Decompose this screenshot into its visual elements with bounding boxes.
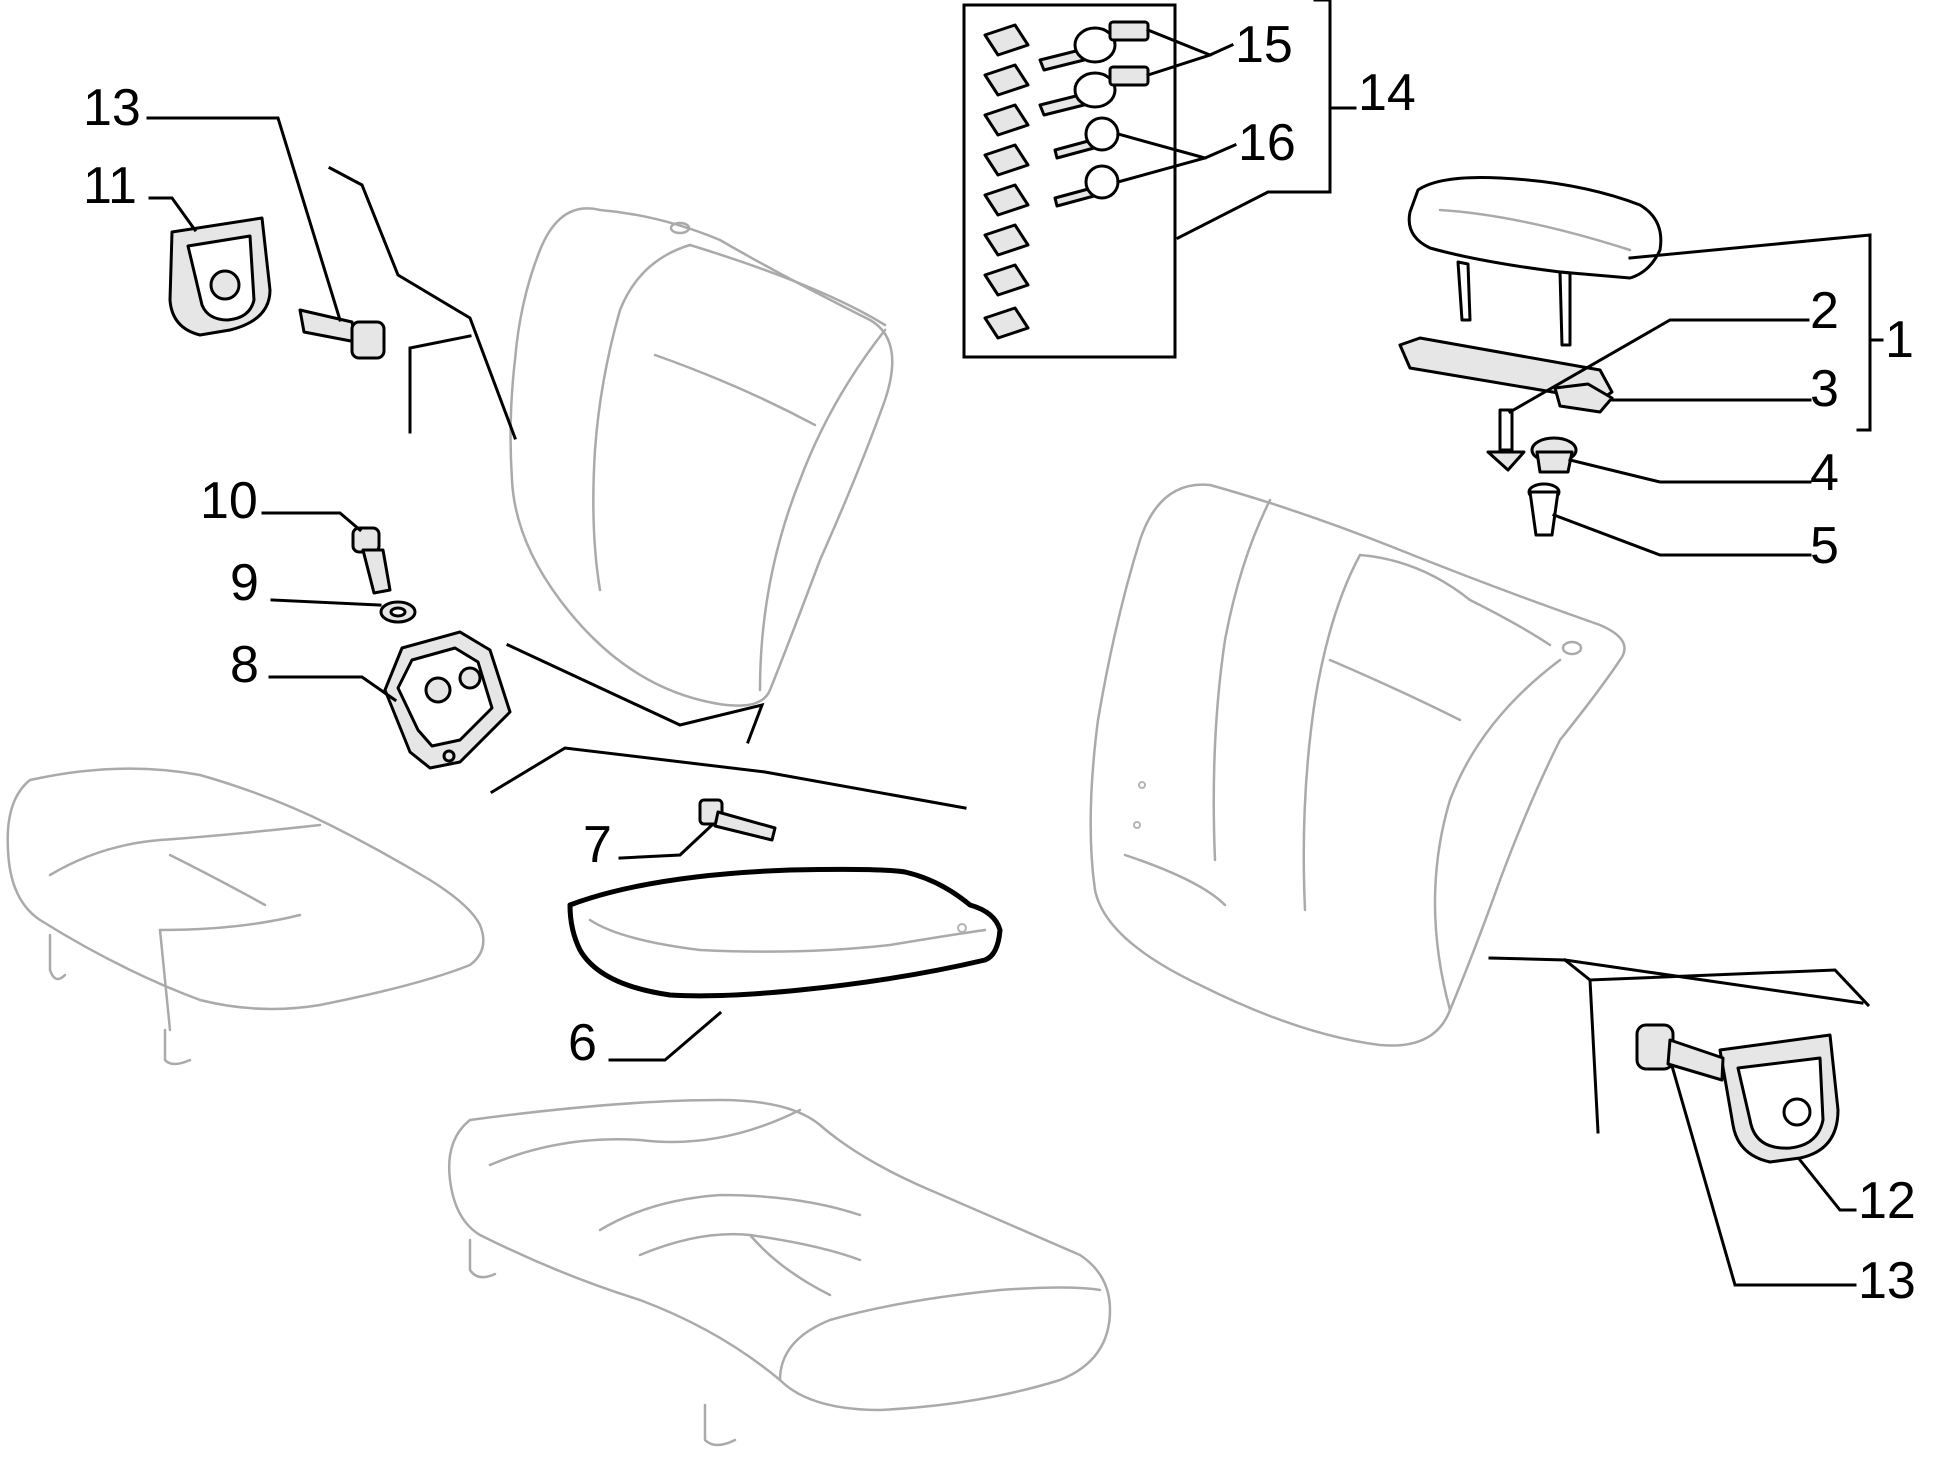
callout-13-top: 13 <box>83 79 141 137</box>
callout-8: 8 <box>230 636 259 694</box>
rear-seat-backrest-right <box>1089 483 1626 1047</box>
callout-4: 4 <box>1810 444 1839 502</box>
hinge-bracket <box>383 630 512 770</box>
rear-seat-backrest-left <box>509 207 894 707</box>
lock-kit-box <box>962 3 1177 359</box>
headrest-screw <box>1486 408 1526 472</box>
headrest-bushing <box>1530 436 1578 474</box>
callout-3: 3 <box>1810 360 1839 418</box>
callout-12: 12 <box>1858 1172 1916 1230</box>
lock-cylinders <box>983 23 1030 340</box>
headrest <box>1407 176 1663 347</box>
rear-seat-cushion-center <box>448 1098 1112 1447</box>
bolt-bottom <box>1635 1023 1725 1082</box>
callout-9: 9 <box>230 554 259 612</box>
callout-15: 15 <box>1235 16 1293 74</box>
keys-15 <box>1038 20 1150 117</box>
callout-13-bottom: 13 <box>1858 1252 1916 1310</box>
rear-seat-cushion-left <box>6 767 485 1066</box>
headrest-sleeve <box>1527 482 1561 537</box>
screw-part-10 <box>351 526 392 595</box>
trim-cover-left <box>168 216 272 337</box>
callout-1: 1 <box>1885 311 1914 369</box>
bolt-top <box>298 308 386 360</box>
callout-16: 16 <box>1238 114 1296 172</box>
seat-cushion-pad <box>567 866 1003 999</box>
callout-10: 10 <box>200 472 258 530</box>
callout-6: 6 <box>568 1014 597 1072</box>
callout-5: 5 <box>1810 517 1839 575</box>
keys-16 <box>1053 116 1120 208</box>
bolt-part-7 <box>698 798 777 842</box>
washer <box>379 600 417 624</box>
leader-lines <box>146 0 1884 1287</box>
callout-11: 11 <box>83 157 137 215</box>
callout-7: 7 <box>583 816 612 874</box>
callout-14: 14 <box>1358 64 1416 122</box>
trim-cover-right <box>1718 1033 1840 1164</box>
callout-2: 2 <box>1810 282 1839 340</box>
alignment-lines <box>327 165 1871 1134</box>
callout-numbers: 1 2 3 4 5 6 7 8 9 10 11 12 13 13 14 15 1… <box>83 16 1916 1310</box>
headrest-guide-plate <box>1398 336 1614 414</box>
